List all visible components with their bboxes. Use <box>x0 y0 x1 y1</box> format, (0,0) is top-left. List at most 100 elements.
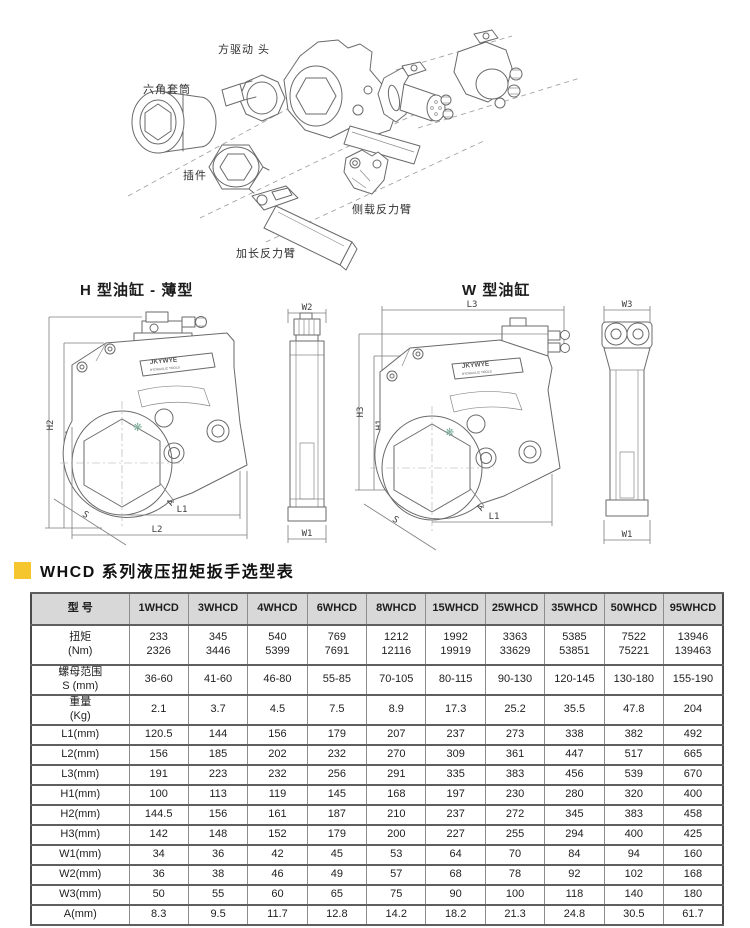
h-coupler <box>134 312 207 341</box>
value-cell: 119 <box>247 784 308 806</box>
value-cell: 237 <box>425 804 486 826</box>
insert-part <box>209 145 269 193</box>
value-cell: 156 <box>187 804 249 826</box>
value-cell: 11.7 <box>247 904 308 926</box>
value-cell: 202 <box>247 744 308 766</box>
dim-label-w-l1: L1 <box>489 512 500 522</box>
label-square-drive-head: 方驱动 头 <box>218 44 271 56</box>
value-cell: 200 <box>366 824 427 846</box>
value-cell: 9.5 <box>187 904 249 926</box>
value-cell: 4.5 <box>247 694 308 726</box>
value-cell: 425 <box>663 824 724 846</box>
table-title-text: WHCD 系列液压扭矩扳手选型表 <box>40 564 295 581</box>
value-cell: 65 <box>306 884 368 906</box>
w-side-body <box>602 322 652 516</box>
value-cell: 41-60 <box>187 664 249 696</box>
value-cell: 64 <box>425 844 486 866</box>
value-cell: 1212 12116 <box>366 624 427 666</box>
row-label-cell: L2(mm) <box>30 744 130 766</box>
wrench-body-part <box>284 40 420 164</box>
w-main-drawing: L3 H3 H1 JKYWYE HYDRAULIC TOOLS <box>352 300 597 550</box>
model-column-header: 3WHCD <box>187 592 249 626</box>
value-cell: 187 <box>306 804 368 826</box>
value-cell: 55-85 <box>306 664 368 696</box>
value-cell: 361 <box>484 744 546 766</box>
value-cell: 161 <box>247 804 308 826</box>
model-column-header: 95WHCD <box>663 592 724 626</box>
dim-label-h3: H3 <box>356 407 366 418</box>
dim-label-w3: W3 <box>622 300 633 310</box>
value-cell: 458 <box>663 804 724 826</box>
value-cell: 142 <box>128 824 189 846</box>
value-cell: 49 <box>306 864 368 886</box>
value-cell: 45 <box>306 844 368 866</box>
row-label-cell: W3(mm) <box>30 884 130 906</box>
value-cell: 204 <box>663 694 724 726</box>
value-cell: 24.8 <box>544 904 605 926</box>
value-cell: 400 <box>663 784 724 806</box>
value-cell: 320 <box>603 784 665 806</box>
value-cell: 7522 75221 <box>603 624 665 666</box>
value-cell: 670 <box>663 764 724 786</box>
label-long-reaction-arm: 加长反力臂 <box>236 248 296 260</box>
value-cell: 113 <box>187 784 249 806</box>
value-cell: 237 <box>425 724 486 746</box>
model-column-header: 50WHCD <box>603 592 665 626</box>
value-cell: 223 <box>187 764 249 786</box>
value-cell: 61.7 <box>663 904 724 926</box>
value-cell: 152 <box>247 824 308 846</box>
value-cell: 47.8 <box>603 694 665 726</box>
value-cell: 191 <box>128 764 189 786</box>
model-column-header: 4WHCD <box>247 592 308 626</box>
value-cell: 273 <box>484 724 546 746</box>
value-cell: 227 <box>425 824 486 846</box>
value-cell: 210 <box>366 804 427 826</box>
value-cell: 540 5399 <box>247 624 308 666</box>
model-column-header: 35WHCD <box>544 592 605 626</box>
value-cell: 100 <box>128 784 189 806</box>
value-cell: 5385 53851 <box>544 624 605 666</box>
row-label-cell: H3(mm) <box>30 824 130 846</box>
model-column-header: 15WHCD <box>425 592 486 626</box>
value-cell: 148 <box>187 824 249 846</box>
value-cell: 168 <box>663 864 724 886</box>
value-cell: 55 <box>187 884 249 906</box>
label-hex-socket: 六角套筒 <box>143 84 191 96</box>
value-cell: 130-180 <box>603 664 665 696</box>
value-cell: 30.5 <box>603 904 665 926</box>
value-cell: 13946 139463 <box>663 624 724 666</box>
long-reaction-arm-part <box>252 186 357 270</box>
value-cell: 140 <box>603 884 665 906</box>
value-cell: 338 <box>544 724 605 746</box>
drive-unit-b-part <box>454 30 522 108</box>
value-cell: 539 <box>603 764 665 786</box>
dim-label-l1: L1 <box>177 505 188 515</box>
value-cell: 46 <box>247 864 308 886</box>
value-cell: 120-145 <box>544 664 605 696</box>
model-column-header: 1WHCD <box>128 592 189 626</box>
value-cell: 120.5 <box>128 724 189 746</box>
square-drive-part <box>222 75 285 121</box>
value-cell: 345 3446 <box>187 624 249 666</box>
model-column-header: 8WHCD <box>366 592 427 626</box>
row-label-cell: L1(mm) <box>30 724 130 746</box>
value-cell: 145 <box>306 784 368 806</box>
dim-label-w-a: A <box>476 503 488 513</box>
model-column-header: 25WHCD <box>484 592 546 626</box>
value-cell: 8.3 <box>128 904 189 926</box>
dim-label-l2: L2 <box>152 525 163 535</box>
value-cell: 53 <box>366 844 427 866</box>
value-cell: 36 <box>128 864 189 886</box>
